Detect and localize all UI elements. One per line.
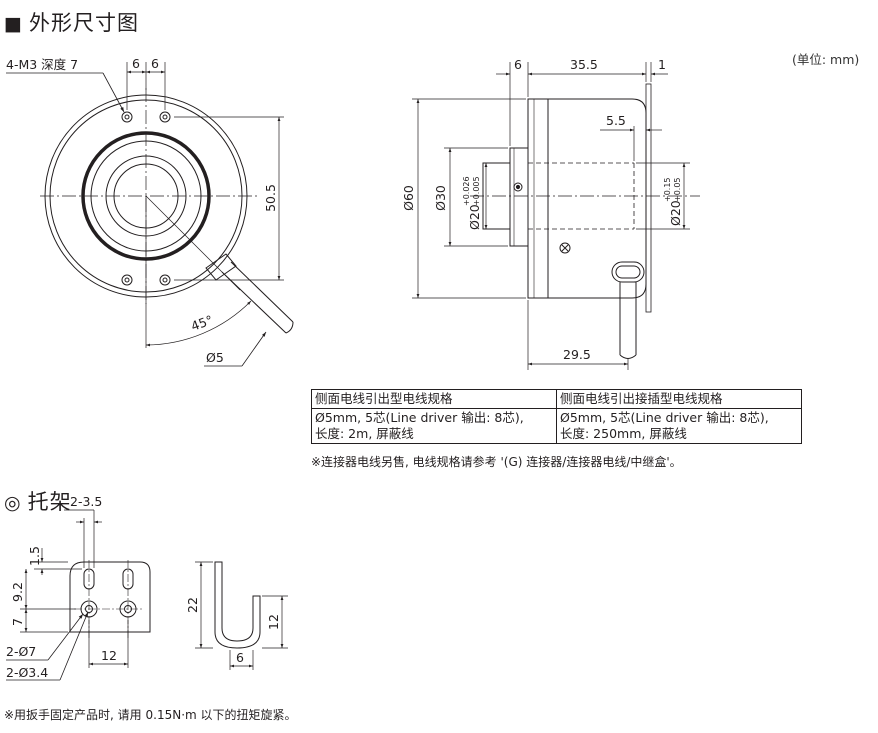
- bracket-front: [6, 509, 151, 681]
- cell-line-1: Ø5mm, 5芯(Line driver 输出: 8芯),: [560, 410, 769, 425]
- dim-92-label: 9.2: [10, 582, 25, 602]
- torque-note: ※用扳手固定产品时, 请用 0.15N·m 以下的扭矩旋紧。: [4, 708, 297, 722]
- front-view: [6, 62, 294, 367]
- pitch-label: 12: [101, 648, 117, 663]
- bracket-side-labels: 22 12 6: [185, 597, 281, 665]
- mounting-holes: [121, 111, 171, 286]
- step-label: 5.5: [606, 113, 626, 128]
- side-view-labels: 6 35.5 1 5.5 Ø60 Ø30 Ø20 +0.026 +0.005 Ø…: [401, 57, 683, 362]
- square-marker-icon: ■: [4, 13, 23, 35]
- hole-note-label: 4-M3 深度 7: [6, 57, 78, 72]
- bore-tol-lower: +0.05: [673, 177, 682, 202]
- shaft-tol-upper: +0.026: [462, 176, 471, 206]
- table-header-cell: 侧面电线引出接插型电线规格: [556, 389, 802, 409]
- dia-body-label: Ø60: [401, 185, 416, 211]
- side-view: [412, 62, 700, 370]
- dimensions-heading: ■外形尺寸图: [4, 7, 139, 37]
- cable-spec-table: 侧面电线引出型电线规格 侧面电线引出接插型电线规格 Ø5mm, 5芯(Line …: [311, 389, 802, 444]
- dim-7-label: 7: [10, 618, 25, 626]
- top-b-label: 35.5: [570, 57, 598, 72]
- hole-b-label: 2-Ø3.4: [6, 665, 48, 680]
- table-header-cell: 侧面电线引出型电线规格: [311, 389, 557, 409]
- dia-shaft-label: Ø20: [467, 204, 482, 230]
- side-w-label: 6: [236, 650, 244, 665]
- table-cell: Ø5mm, 5芯(Line driver 输出: 8芯),长度: 250mm, …: [556, 408, 802, 444]
- dia-bore-label: Ø20: [668, 200, 683, 226]
- double-circle-marker-icon: ◎: [4, 492, 22, 514]
- cable-dia-label: Ø5: [206, 350, 224, 365]
- cell-line-2: 长度: 250mm, 屏蔽线: [560, 426, 687, 441]
- side-inner-label: 12: [266, 614, 281, 630]
- pitch-a-label: 6: [132, 56, 140, 71]
- top-a-label: 6: [514, 57, 522, 72]
- bracket-title: 托架: [27, 490, 72, 514]
- height-label: 50.5: [263, 184, 278, 212]
- hole-a-label: 2-Ø7: [6, 644, 36, 659]
- table-cell: Ø5mm, 5芯(Line driver 输出: 8芯),长度: 2m, 屏蔽线: [311, 408, 557, 444]
- table-row: Ø5mm, 5芯(Line driver 输出: 8芯),长度: 2m, 屏蔽线…: [311, 408, 802, 444]
- bracket-side: [195, 561, 288, 670]
- bore-tol-upper: +0.15: [663, 177, 672, 202]
- cell-line-1: Ø5mm, 5芯(Line driver 输出: 8芯),: [315, 410, 524, 425]
- side-cable: [611, 261, 645, 359]
- pitch-b-label: 6: [151, 56, 159, 71]
- cable-note: ※连接器电线另售, 电线规格请参考 '(G) 连接器/连接器电线/中继盒'。: [311, 455, 682, 469]
- unit-label: (单位: mm): [792, 52, 860, 67]
- slot-spec-label: 2-3.5: [70, 494, 102, 509]
- side-h-label: 22: [185, 597, 200, 613]
- bottom-label: 29.5: [563, 347, 591, 362]
- table-row: 侧面电线引出型电线规格 侧面电线引出接插型电线规格: [311, 389, 802, 409]
- bracket-heading: ◎托架: [4, 486, 72, 516]
- cell-line-2: 长度: 2m, 屏蔽线: [315, 426, 414, 441]
- dimensions-title: 外形尺寸图: [28, 11, 139, 35]
- dim-15-label: 1.5: [27, 546, 42, 566]
- bracket-front-labels: 2-3.5 1.5 9.2 7 2-Ø7 2-Ø3.4 12: [6, 494, 117, 680]
- body-side-outline: [527, 98, 647, 299]
- angle-label: 45°: [189, 312, 215, 334]
- shaft-tol-lower: +0.005: [472, 176, 481, 206]
- front-cable: [205, 253, 294, 334]
- top-c-label: 1: [658, 57, 666, 72]
- front-view-labels: 4-M3 深度 7 6 6 50.5 45° Ø5: [6, 56, 278, 365]
- dia-flange-label: Ø30: [433, 185, 448, 211]
